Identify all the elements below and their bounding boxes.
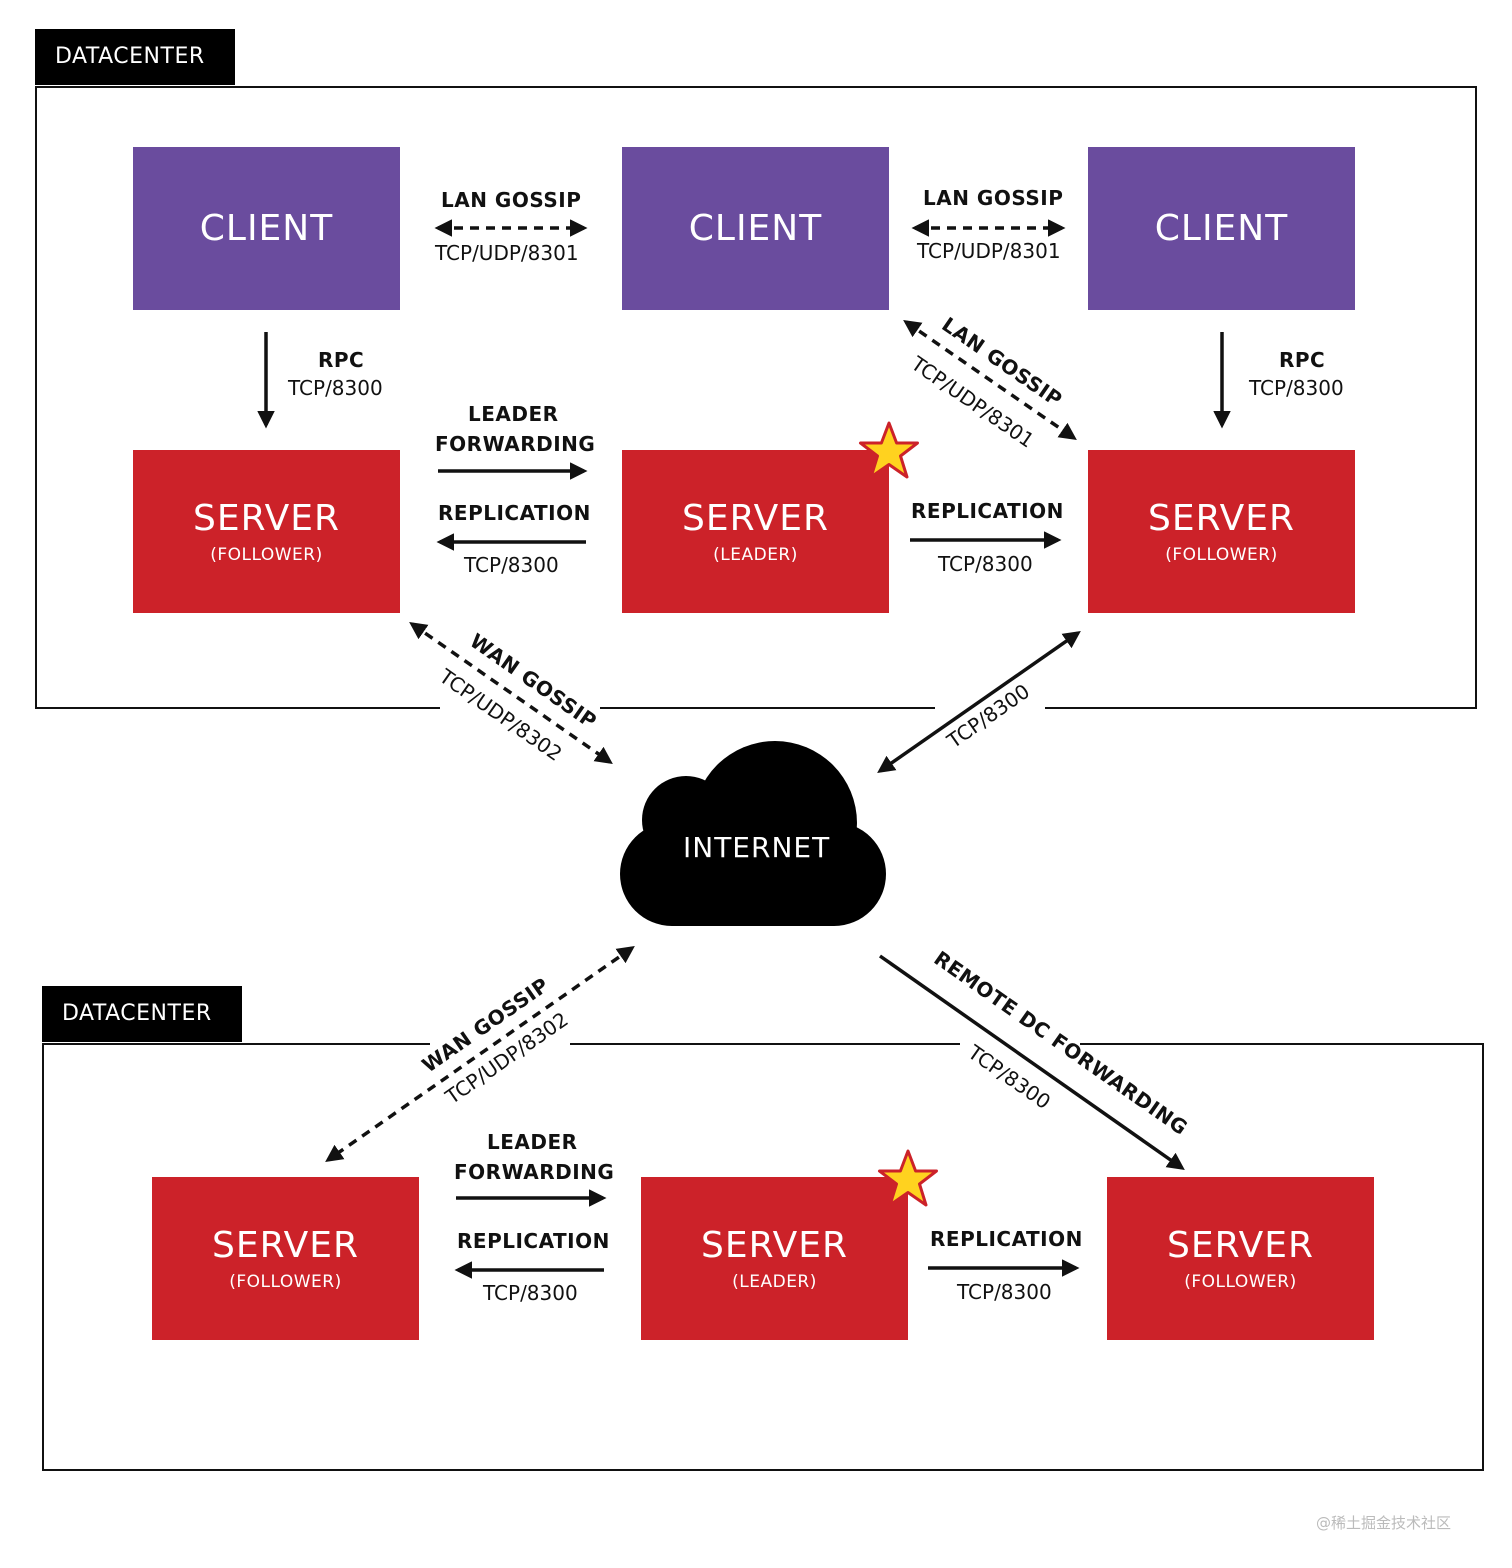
tcp-8300-label: TCP/8300 xyxy=(1249,376,1344,400)
server-label: SERVER xyxy=(1166,1225,1315,1266)
leader-star-icon xyxy=(878,1149,938,1207)
watermark: @稀土掘金技术社区 xyxy=(1316,1514,1452,1532)
tcp-8300-label: TCP/8300 xyxy=(483,1281,578,1305)
client-node-right: CLIENT xyxy=(1088,147,1355,310)
server-role: (FOLLOWER) xyxy=(1184,1272,1297,1292)
server-role: (LEADER) xyxy=(732,1272,817,1292)
tcp-arrow-internet xyxy=(877,630,1081,774)
replication-label: REPLICATION xyxy=(911,499,1064,523)
frame-gap xyxy=(960,1035,1080,1051)
rpc-label: RPC xyxy=(1279,348,1326,372)
internet-label: INTERNET xyxy=(683,831,831,864)
leader-star-icon xyxy=(859,421,919,479)
tcp-8300-label: TCP/8300 xyxy=(938,552,1033,576)
client-label: CLIENT xyxy=(199,208,334,249)
wan-gossip-arrow-dc2 xyxy=(325,945,635,1163)
leader-forwarding-label-line1: LEADER xyxy=(487,1130,578,1154)
datacenter-2-title: DATACENTER 2 xyxy=(42,986,242,1082)
server-role: (LEADER) xyxy=(713,545,798,565)
server-role: (FOLLOWER) xyxy=(1165,545,1278,565)
client-label: CLIENT xyxy=(1154,208,1289,249)
client-node-left: CLIENT xyxy=(133,147,400,310)
server-label: SERVER xyxy=(681,498,830,539)
datacenter-1-frame xyxy=(35,86,1477,709)
rpc-label: RPC xyxy=(318,348,365,372)
server-role: (FOLLOWER) xyxy=(229,1272,342,1292)
dc1-server-follower-right: SERVER (FOLLOWER) xyxy=(1088,450,1355,613)
replication-label: REPLICATION xyxy=(438,501,591,525)
lan-gossip-label: LAN GOSSIP xyxy=(923,186,1064,210)
wan-gossip-arrow-dc1 xyxy=(409,621,613,765)
dc2-server-follower-left: SERVER (FOLLOWER) xyxy=(152,1177,419,1340)
server-label: SERVER xyxy=(700,1225,849,1266)
dc1-server-follower-left: SERVER (FOLLOWER) xyxy=(133,450,400,613)
server-label: SERVER xyxy=(1147,498,1296,539)
remote-dc-forwarding-arrow xyxy=(878,954,1185,1171)
replication-label: REPLICATION xyxy=(930,1227,1083,1251)
datacenter-2-frame xyxy=(42,1043,1484,1471)
dc2-server-follower-right: SERVER (FOLLOWER) xyxy=(1107,1177,1374,1340)
tcp-udp-8301-label: TCP/UDP/8301 xyxy=(435,241,579,265)
tcp-8300-label: TCP/8300 xyxy=(957,1280,1052,1304)
dc2-server-leader: SERVER (LEADER) xyxy=(641,1177,908,1340)
client-node-center: CLIENT xyxy=(622,147,889,310)
lan-gossip-diagonal-arrow xyxy=(903,320,1077,440)
server-label: SERVER xyxy=(192,498,341,539)
tcp-8300-label: TCP/8300 xyxy=(464,553,559,577)
tcp-8300-label: TCP/8300 xyxy=(288,376,383,400)
dc1-server-leader: SERVER (LEADER) xyxy=(622,450,889,613)
internet-cloud-icon xyxy=(620,741,886,926)
server-label: SERVER xyxy=(211,1225,360,1266)
client-label: CLIENT xyxy=(688,208,823,249)
leader-forwarding-label-line2: FORWARDING xyxy=(435,432,596,456)
replication-label: REPLICATION xyxy=(457,1229,610,1253)
lan-gossip-label: LAN GOSSIP xyxy=(441,188,582,212)
server-role: (FOLLOWER) xyxy=(210,545,323,565)
tcp-udp-8301-label: TCP/UDP/8301 xyxy=(917,239,1061,263)
leader-forwarding-label-line2: FORWARDING xyxy=(454,1160,615,1184)
datacenter-1-title: DATACENTER 1 xyxy=(35,29,235,125)
leader-forwarding-label-line1: LEADER xyxy=(468,402,559,426)
